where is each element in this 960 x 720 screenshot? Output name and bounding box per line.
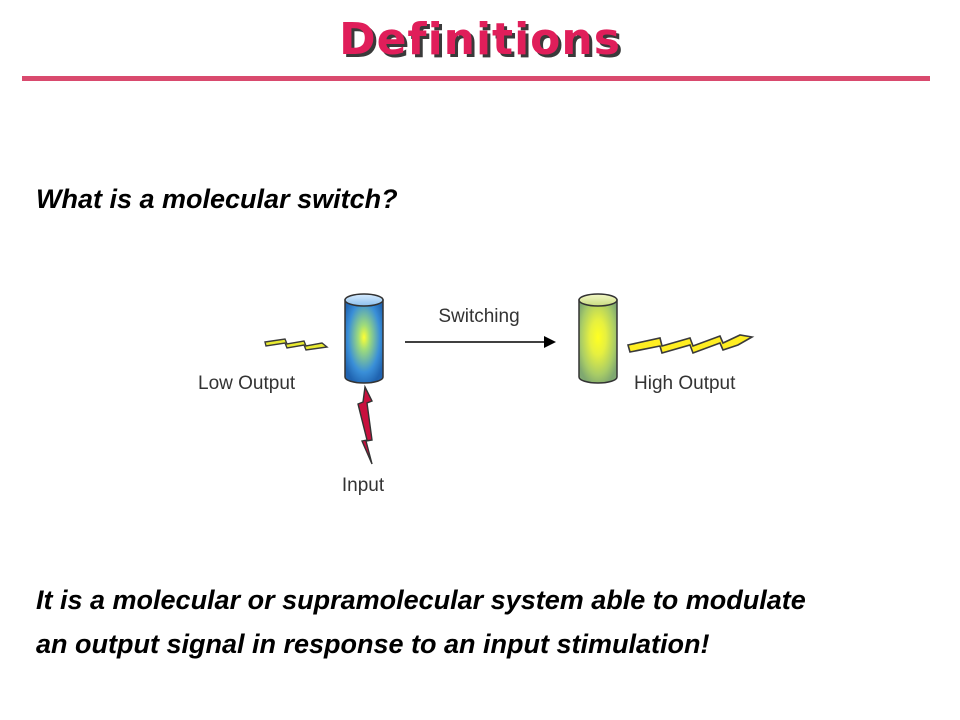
molecule-off-icon bbox=[344, 293, 384, 384]
slide-title: Definitions bbox=[339, 14, 621, 65]
definition-line-1: It is a molecular or supramolecular syst… bbox=[36, 585, 806, 615]
definition-line-2: an output signal in response to an input… bbox=[36, 629, 710, 659]
high-output-wave-icon bbox=[626, 334, 755, 355]
definition-text: It is a molecular or supramolecular syst… bbox=[36, 578, 946, 666]
low-output-wave-icon bbox=[264, 338, 329, 351]
input-label: Input bbox=[342, 475, 385, 496]
high-output-label: High Output bbox=[634, 373, 736, 394]
switching-label: Switching bbox=[438, 306, 519, 327]
title-divider bbox=[22, 76, 930, 81]
switching-arrow-icon bbox=[405, 336, 556, 348]
low-output-label: Low Output bbox=[198, 373, 296, 394]
question-text: What is a molecular switch? bbox=[36, 184, 398, 214]
molecule-on-icon bbox=[578, 293, 618, 384]
input-lightning-icon bbox=[357, 384, 373, 465]
